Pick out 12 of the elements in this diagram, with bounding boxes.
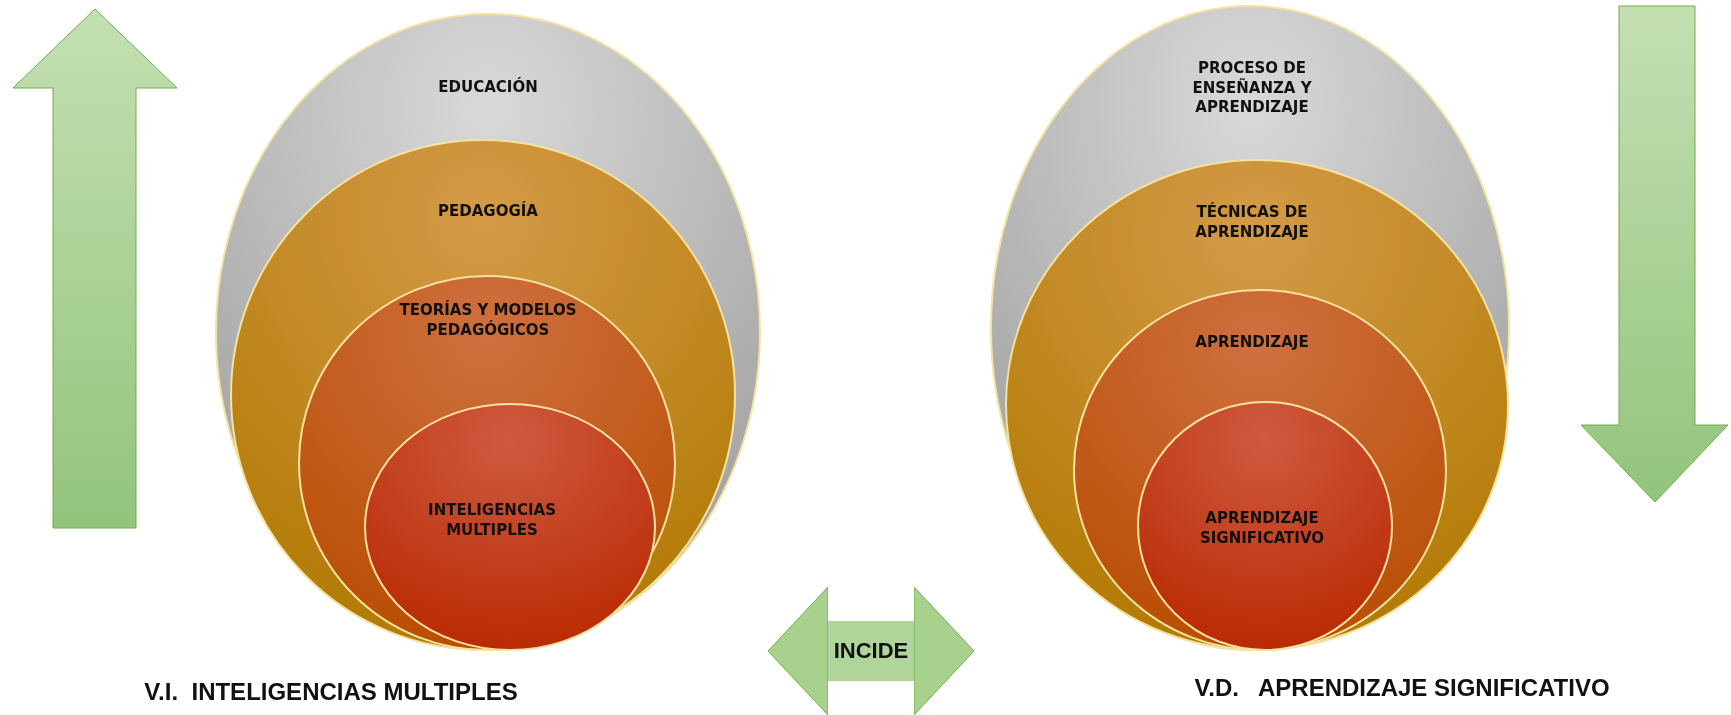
- circle-label: APRENDIZAJE SIGNIFICATIVO: [1199, 508, 1325, 548]
- circle-label: PEDAGOGÍA: [437, 202, 539, 222]
- edge-label: INCIDE: [833, 638, 909, 664]
- circle-label: TEORÍAS Y MODELOS PEDAGÓGICOS: [398, 300, 578, 340]
- circle-label: APRENDIZAJE: [1194, 333, 1310, 353]
- circle-label: PROCESO DE ENSEÑANZA Y APRENDIZAJE: [1191, 58, 1313, 118]
- variable-title: V.I. INTELIGENCIAS MULTIPLES: [144, 678, 518, 706]
- circle-label: INTELIGENCIAS MULTIPLES: [427, 500, 557, 540]
- variable-title: V.D. APRENDIZAJE SIGNIFICATIVO: [1194, 674, 1610, 702]
- double-arrow: [767, 586, 975, 715]
- circle-label: TÉCNICAS DE APRENDIZAJE: [1194, 202, 1310, 242]
- circle-label: EDUCACIÓN: [437, 78, 539, 98]
